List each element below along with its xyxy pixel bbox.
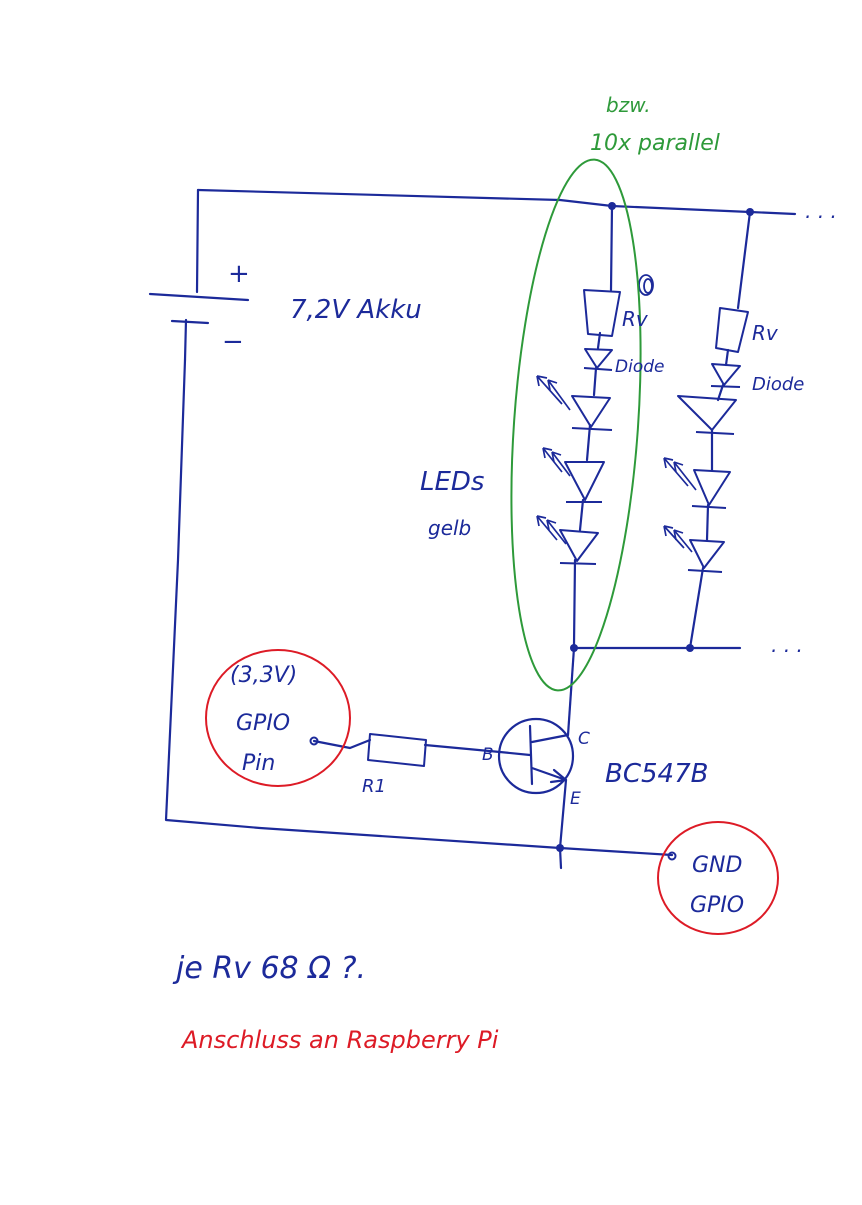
transistor-base-lead <box>498 750 532 757</box>
r1-label: R1 <box>362 776 386 797</box>
transistor-emitter-label: E <box>570 789 581 809</box>
branch1-led2-arrow-a <box>542 447 563 473</box>
branch2-resistor-rv <box>715 307 749 353</box>
gpio-pin-circle <box>205 649 351 787</box>
r1-to-base-wire <box>423 743 502 754</box>
transistor-base-label: B <box>482 745 494 765</box>
left-return-wire <box>164 358 562 850</box>
gnd-gpio-label: GPIO <box>690 893 744 918</box>
branch1-rv-label: Rv <box>622 307 649 331</box>
junctions <box>556 202 754 852</box>
branch1-diode-bar <box>583 367 613 371</box>
branch2-rv-label: Rv <box>752 321 779 345</box>
battery-bottom-lead <box>183 318 188 362</box>
transistor-name-label: BC547B <box>605 759 708 789</box>
gpio-to-r1-wire <box>312 738 372 750</box>
junction-top-branch1 <box>608 202 616 210</box>
note-parallel-line1: bzw. <box>606 93 651 117</box>
branch2-led3 <box>689 539 725 569</box>
parallel-branch-ellipse <box>510 158 642 692</box>
leds-color-label: gelb <box>428 516 471 540</box>
bottom-ellipsis: · · · <box>770 639 802 663</box>
gpio-voltage-label: (3,3V) <box>230 663 297 688</box>
branch2-led2 <box>693 469 731 506</box>
branch1-components <box>559 289 621 565</box>
transistor-collector-lead <box>530 733 570 744</box>
battery-short-plate <box>170 319 210 325</box>
battery-symbol <box>148 292 250 325</box>
branch1-led3 <box>559 529 599 562</box>
branch2-led2-led3-wire <box>705 503 710 542</box>
branch2-led2-bar <box>691 505 727 509</box>
gpio-pin-label: Pin <box>242 751 275 776</box>
branch1-diode-led-wire <box>592 366 598 397</box>
branch2-led1 <box>677 395 737 431</box>
transistor-circle <box>497 717 575 795</box>
branch2-led1-bar <box>695 431 735 435</box>
collector-wire <box>566 646 576 737</box>
branch2-led2-arrow-b <box>673 461 697 491</box>
branch2-top-wire <box>736 210 752 310</box>
branch1-led1-led2-wire <box>585 423 592 462</box>
branch1-resistor-rv <box>583 289 621 337</box>
battery-label: 7,2V Akku <box>290 295 422 325</box>
raspberry-pi-note: Anschluss an Raspberry Pi <box>180 1026 499 1054</box>
branch2-res-diode-wire <box>724 348 730 367</box>
battery-long-plate <box>148 292 250 302</box>
branch2-led3-arrow-b <box>673 529 693 553</box>
branch2-diode <box>711 363 741 386</box>
branch1-led3-arrow-a <box>536 515 558 541</box>
resistor-r1 <box>367 733 427 767</box>
branch1-bottom-wire <box>572 558 577 647</box>
branch2-diode-label: Diode <box>752 374 804 395</box>
junction-bottom-branch2 <box>686 644 694 652</box>
branch1-diode <box>584 348 613 369</box>
green-notes: bzw. 10x parallel <box>590 93 720 156</box>
gnd-gpio-circle <box>657 821 779 935</box>
branch1-led1 <box>571 395 611 428</box>
branch1-led1-arrow-b <box>547 379 571 411</box>
branch1-led-arrows <box>536 375 571 545</box>
branch1-led2-led3-wire <box>578 498 585 532</box>
junction-bottom-branch1 <box>570 644 578 652</box>
blue-labels: + − 7,2V Akku Rv Diode Rv Diode LEDs gel… <box>172 205 836 986</box>
transistor-emitter-arrow <box>549 768 568 784</box>
branch2-bottom-wire <box>688 566 705 650</box>
junction-emitter-gnd <box>556 844 564 852</box>
top-ellipsis: · · · <box>804 205 836 229</box>
transistor-bc547b <box>497 717 575 795</box>
junction-top-branch2 <box>746 208 754 216</box>
battery-plus-sign: + <box>228 259 250 289</box>
branch2-diode-bar <box>710 385 741 388</box>
battery-top-lead <box>195 188 200 294</box>
note-parallel-line2: 10x parallel <box>590 131 720 156</box>
branch1-led3-arrow-b <box>546 519 567 545</box>
branch2-led3-arrow-a <box>663 525 685 549</box>
battery-minus-sign: − <box>222 327 244 357</box>
branch1-top-wire <box>609 204 614 292</box>
branch1-led1-bar <box>571 427 613 431</box>
branch2-led-arrows <box>663 457 697 553</box>
transistor-emitter-lead <box>530 766 568 782</box>
branch1-diode-label: Diode <box>615 357 664 377</box>
branch2-components <box>677 307 749 573</box>
branch1-led2-arrow-b <box>551 451 571 477</box>
gnd-label: GND <box>692 853 742 878</box>
leds-label: LEDs <box>420 467 484 497</box>
branch2-diode-led-wire <box>716 383 725 402</box>
rv-value-note: je Rv 68 Ω ?. <box>172 951 366 986</box>
branch1-led3-bar <box>559 562 597 565</box>
resistor-r1-body <box>367 733 427 767</box>
gnd-wire <box>558 846 674 857</box>
transistor-collector-label: C <box>578 729 590 749</box>
gpio-label: GPIO <box>236 711 290 736</box>
branch2-led3-bar <box>687 569 723 573</box>
gpio-pin-terminal <box>309 736 319 746</box>
gnd-terminal <box>667 851 677 861</box>
branch1-led2 <box>564 461 605 501</box>
